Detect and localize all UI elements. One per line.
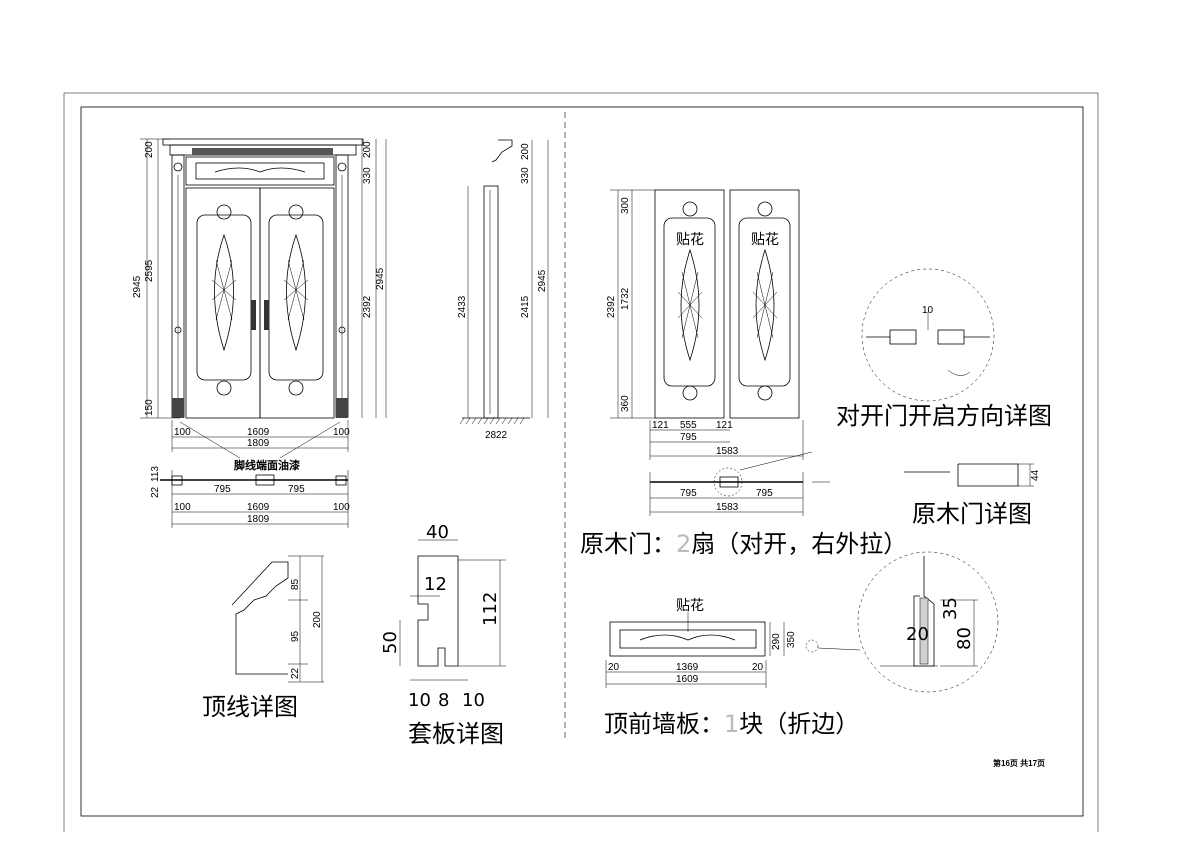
dim-left-150: 150: [144, 399, 155, 416]
side-dim-200: 200: [520, 143, 531, 160]
door-front-dimensions: 200 2945 2595 150 200 330 2392 2945 100 …: [132, 138, 387, 472]
dim-left-2945: 2945: [132, 275, 143, 298]
dim-bottom-1809: 1809: [247, 438, 270, 449]
plan-left-side-22: 22: [150, 486, 161, 498]
plan-left-dim-795-a: 795: [214, 484, 231, 495]
casing-detail: 40 12 112 50 10 8 10 套板详图: [380, 522, 506, 748]
side-dim-2433: 2433: [457, 295, 468, 318]
dim-bottom-1609: 1609: [247, 427, 270, 438]
wood-door-dim-44: 44: [1030, 469, 1041, 481]
opening-detail-title: 对开门开启方向详图: [836, 402, 1052, 430]
plan-right-dim-1583: 1583: [716, 502, 739, 513]
orig-dim-300: 300: [620, 197, 631, 214]
orig-dim-121-b: 121: [716, 420, 733, 431]
dim-bottom-100-right: 100: [333, 427, 350, 438]
plan-right-dim-795-b: 795: [756, 488, 773, 499]
casing-dim-12: 12: [424, 574, 447, 595]
orig-dim-555: 555: [680, 420, 697, 431]
top-panel-dim-350: 350: [786, 631, 797, 648]
door-front-note: 脚线端面油漆: [234, 458, 300, 472]
top-panel-title: 顶前墙板：1块（折边）: [604, 710, 859, 738]
side-dim-2415: 2415: [520, 295, 531, 318]
door-side-section: 200 330 2945 2433 2415 28 22: [457, 139, 549, 441]
casing-detail-title: 套板详图: [408, 720, 504, 748]
top-panel-dim-20-a: 20: [608, 662, 620, 673]
opening-direction-detail: 10 对开门开启方向详图: [836, 268, 1052, 430]
orig-dim-1732: 1732: [620, 287, 631, 310]
dim-left-200: 200: [144, 141, 155, 158]
dim-right-2392: 2392: [362, 295, 373, 318]
plan-view-left: 795 795 100 1609 100 1809 22 113: [150, 466, 350, 528]
plan-left-dim-100-b: 100: [333, 502, 350, 513]
orig-dim-1583: 1583: [716, 446, 739, 457]
casing-dim-40: 40: [426, 522, 449, 543]
top-front-panel: 贴花 20 1369 20 1609 290 350 顶前墙板：1块（折边）: [604, 598, 861, 738]
plan-right-dim-795-a: 795: [680, 488, 697, 499]
page-footer: 第16页 共17页: [993, 758, 1045, 768]
top-panel-dim-290: 290: [771, 633, 782, 650]
plan-left-dim-795-b: 795: [288, 484, 305, 495]
top-panel-applique-label: 贴花: [676, 598, 704, 614]
casing-dim-112: 112: [480, 592, 501, 626]
casing-dim-8: 8: [438, 690, 449, 711]
casing-dim-10-b: 10: [462, 690, 485, 711]
side-dim-22: 22: [496, 430, 508, 441]
panel-detail-dim-20: 20: [906, 624, 929, 645]
dim-right-200: 200: [362, 141, 373, 158]
top-panel-dim-1609: 1609: [676, 674, 699, 685]
top-line-dim-200: 200: [312, 611, 323, 628]
wood-door-detail: 44 原木门详图: [904, 463, 1041, 528]
applique-label-left: 贴花: [676, 232, 704, 248]
top-panel-dim-20-b: 20: [752, 662, 764, 673]
panel-edge-detail: 20 35 80: [857, 551, 999, 693]
plan-left-side-113: 113: [150, 466, 161, 482]
dim-left-2595: 2595: [144, 259, 155, 282]
side-dim-330: 330: [520, 167, 531, 184]
dim-right-330: 330: [362, 167, 373, 184]
side-dim-28: 28: [485, 430, 497, 441]
top-line-detail-title: 顶线详图: [202, 693, 298, 721]
dim-right-2945: 2945: [375, 267, 386, 290]
casing-dim-50: 50: [380, 631, 401, 654]
dim-bottom-100-left: 100: [174, 427, 191, 438]
wood-door-detail-title: 原木门详图: [912, 500, 1032, 528]
panel-detail-dim-80: 80: [954, 627, 975, 650]
plan-left-dim-100-a: 100: [174, 502, 191, 513]
orig-dim-2392: 2392: [606, 295, 617, 318]
original-door-dimensions: 300 2392 1732 360 121 555 121 795 1583: [606, 189, 804, 460]
plan-left-dim-1809: 1809: [247, 514, 270, 525]
sheet-frame: [63, 92, 1099, 832]
top-line-detail: 85 95 200 22 顶线详图: [202, 555, 324, 721]
casing-dim-10-a: 10: [408, 690, 431, 711]
orig-dim-121-a: 121: [652, 420, 669, 431]
opening-dim-10: 10: [922, 305, 934, 316]
original-door-title: 原木门：2扇（对开，右外拉）: [580, 530, 907, 558]
original-door-elevation: 贴花 贴花: [654, 189, 800, 419]
plan-view-right: 795 795 1583: [649, 451, 830, 516]
plan-left-dim-1609: 1609: [247, 502, 270, 513]
top-line-dim-95: 95: [290, 630, 301, 642]
top-line-dim-22: 22: [290, 667, 301, 679]
orig-dim-360: 360: [620, 395, 631, 412]
door-front-elevation: [162, 138, 364, 419]
top-line-dim-85: 85: [290, 578, 301, 590]
orig-dim-795: 795: [680, 432, 697, 443]
applique-label-right: 贴花: [751, 232, 779, 248]
side-dim-2945: 2945: [537, 269, 548, 292]
panel-detail-dim-35: 35: [940, 597, 961, 620]
top-panel-dim-1369: 1369: [676, 662, 699, 673]
